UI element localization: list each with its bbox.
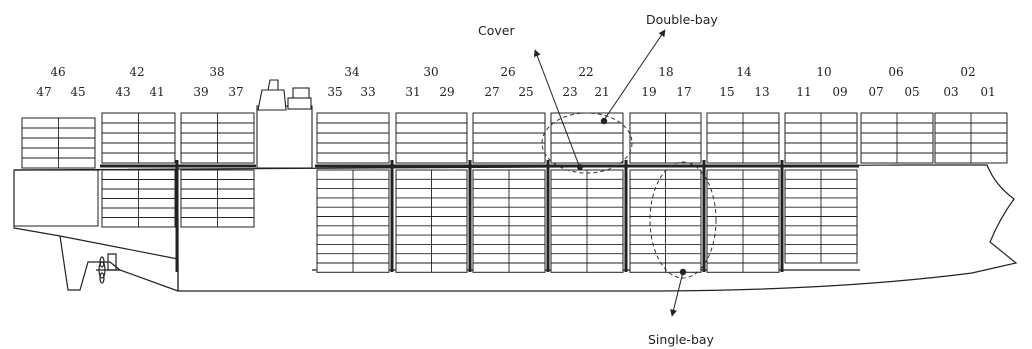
- container-stack-deck: [860, 112, 934, 164]
- bay-number-upper: 46: [50, 65, 65, 79]
- container-stack-deck: [395, 112, 468, 164]
- engine-room-block: [13, 169, 99, 227]
- bay-number-upper: 02: [960, 65, 975, 79]
- container-stacks: [13, 112, 1008, 273]
- cover-dot: [577, 164, 583, 170]
- cover-label: Cover: [478, 23, 515, 38]
- bay-number-lower: 37: [228, 85, 243, 99]
- keel-line: [119, 269, 179, 292]
- container-stack-deck: [21, 117, 96, 169]
- single-bay-highlight: [649, 161, 717, 279]
- mast: [267, 79, 279, 91]
- annotation-single-bay: Single-bay: [648, 161, 717, 347]
- mast-base: [257, 89, 287, 111]
- container-stack-hold: [550, 169, 624, 273]
- bay-number-lower: 01: [980, 85, 995, 99]
- container-stack-deck: [316, 112, 390, 164]
- bay-number-upper: 10: [816, 65, 831, 79]
- bay-number-upper: 18: [658, 65, 673, 79]
- container-stack-deck: [472, 112, 546, 164]
- bay-number-upper: 38: [209, 65, 224, 79]
- bay-number-lower: 05: [904, 85, 919, 99]
- bay-number-lower: 07: [868, 85, 883, 99]
- container-stack-hold: [395, 169, 468, 273]
- double-bay-label: Double-bay: [646, 12, 718, 27]
- bay-number-lower: 39: [193, 85, 208, 99]
- container-stack-hold: [472, 169, 546, 273]
- bay-number-lower: 21: [594, 85, 609, 99]
- bay-number-upper: 42: [129, 65, 144, 79]
- container-stack-deck: [629, 112, 702, 164]
- bay-labels: 46 42 38 34 30 26 22 18 14 10 06 02 47 45 43 41 39 37 35 33…: [36, 65, 995, 99]
- bay-number-upper: 06: [888, 65, 903, 79]
- funnel-upper: [292, 87, 310, 100]
- funnel-lower: [287, 97, 312, 110]
- bay-number-upper: 22: [578, 65, 593, 79]
- bay-number-upper: 34: [344, 65, 360, 79]
- single-bay-dot: [679, 268, 687, 276]
- container-stack-hold: [316, 169, 390, 273]
- container-stack-hold: [629, 169, 702, 273]
- container-stack-hold: [784, 169, 858, 264]
- bay-number-lower: 17: [676, 85, 691, 99]
- annotation-double-bay: Double-bay: [600, 12, 718, 125]
- bay-number-lower: 47: [36, 85, 51, 99]
- bay-number-upper: 26: [500, 65, 515, 79]
- bay-number-lower: 35: [327, 85, 342, 99]
- container-stack-deck: [180, 112, 255, 164]
- bay-number-lower: 23: [562, 85, 577, 99]
- double-bay-dot: [600, 117, 608, 125]
- container-stack-hold: [101, 169, 176, 228]
- container-stack-hold: [706, 169, 780, 273]
- bay-number-lower: 41: [149, 85, 164, 99]
- propeller-icon: [96, 256, 120, 284]
- bay-number-lower: 15: [719, 85, 734, 99]
- single-bay-label: Single-bay: [648, 332, 715, 347]
- cover-highlight: [541, 112, 633, 174]
- bay-number-lower: 29: [439, 85, 454, 99]
- bay-number-lower: 45: [70, 85, 85, 99]
- bay-number-lower: 09: [832, 85, 847, 99]
- bay-number-lower: 43: [115, 85, 130, 99]
- bay-number-lower: 19: [641, 85, 656, 99]
- bay-number-lower: 13: [754, 85, 769, 99]
- stern-gear: [59, 235, 121, 291]
- container-stack-deck: [934, 112, 1008, 164]
- single-bay-arrow: [670, 271, 684, 317]
- bay-number-lower: 33: [360, 85, 375, 99]
- double-bay-arrow: [603, 29, 666, 121]
- container-stack-deck: [784, 112, 858, 164]
- bay-number-upper: 30: [423, 65, 438, 79]
- superstructure: [256, 79, 313, 169]
- bay-number-upper: 14: [736, 65, 752, 79]
- container-stack-deck: [101, 112, 176, 164]
- bay-number-lower: 25: [518, 85, 533, 99]
- cover-arrow: [533, 49, 581, 169]
- bay-number-lower: 31: [405, 85, 420, 99]
- container-stack-deck: [706, 112, 780, 164]
- bay-number-lower: 03: [943, 85, 958, 99]
- container-stack-deck: [550, 112, 624, 164]
- container-stack-hold: [180, 169, 255, 228]
- annotation-cover: Cover: [478, 23, 633, 174]
- skeg: [59, 235, 121, 291]
- bridge-house: [256, 105, 313, 169]
- hull-outline: [13, 164, 1018, 292]
- bay-number-lower: 11: [796, 85, 811, 99]
- bay-number-lower: 27: [484, 85, 499, 99]
